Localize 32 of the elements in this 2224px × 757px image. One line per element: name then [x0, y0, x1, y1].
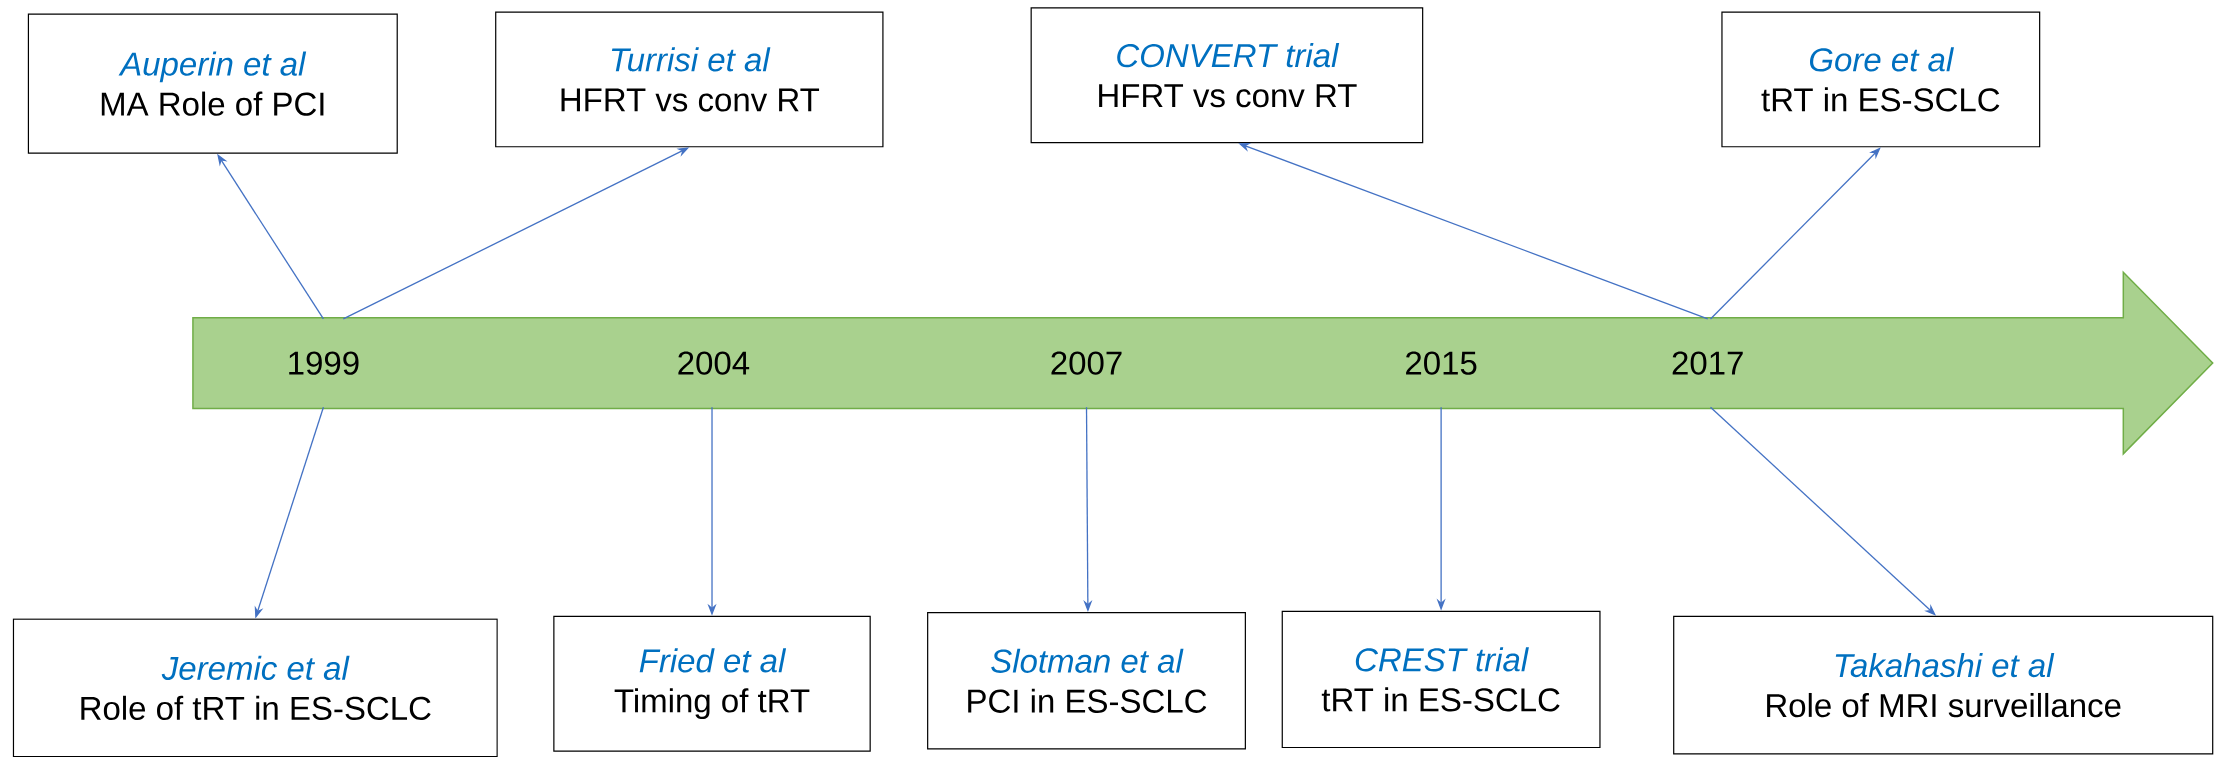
study-name: Turrisi et al [611, 47, 771, 72]
study-name: Gore et al [1810, 47, 1954, 72]
study-name: CREST trial [1355, 647, 1529, 672]
year-label: 2007 [1051, 351, 1122, 375]
year-label: 2015 [1406, 351, 1477, 375]
study-topic: HFRT vs conv RT [561, 88, 820, 112]
study-box [495, 11, 884, 148]
study-topic: Role of MRI surveillance [1767, 692, 2121, 718]
study-box [1030, 7, 1424, 144]
study-topic: Role of tRT in ES-SCLC [81, 695, 431, 720]
year-label: 2017 [1672, 351, 1743, 375]
study-name: Auperin et al [118, 51, 307, 83]
study-name: Takahashi et al [1835, 652, 2055, 678]
study-name: CONVERT trial [1117, 43, 1340, 68]
year-label: 2004 [678, 351, 750, 375]
year-label: 1999 [289, 351, 359, 375]
study-box [27, 13, 398, 154]
study-box [1673, 615, 2214, 755]
study-topic: tRT in ES-SCLC [1321, 687, 1560, 712]
study-box [1721, 11, 2041, 148]
study-topic: Timing of tRT [614, 688, 810, 720]
study-box [1281, 610, 1601, 749]
study-topic: tRT in ES-SCLC [1761, 87, 2000, 112]
study-topic: HFRT vs conv RT [1099, 84, 1357, 108]
study-box [927, 612, 1246, 750]
study-box [553, 615, 871, 752]
study-name: Jeremic et al [161, 655, 350, 680]
study-topic: PCI in ES-SCLC [968, 688, 1207, 713]
study-box [12, 618, 498, 757]
study-name: Slotman et al [991, 648, 1184, 673]
study-name: Fried et al [639, 648, 787, 673]
study-topic: MA Role of PCI [101, 91, 324, 116]
